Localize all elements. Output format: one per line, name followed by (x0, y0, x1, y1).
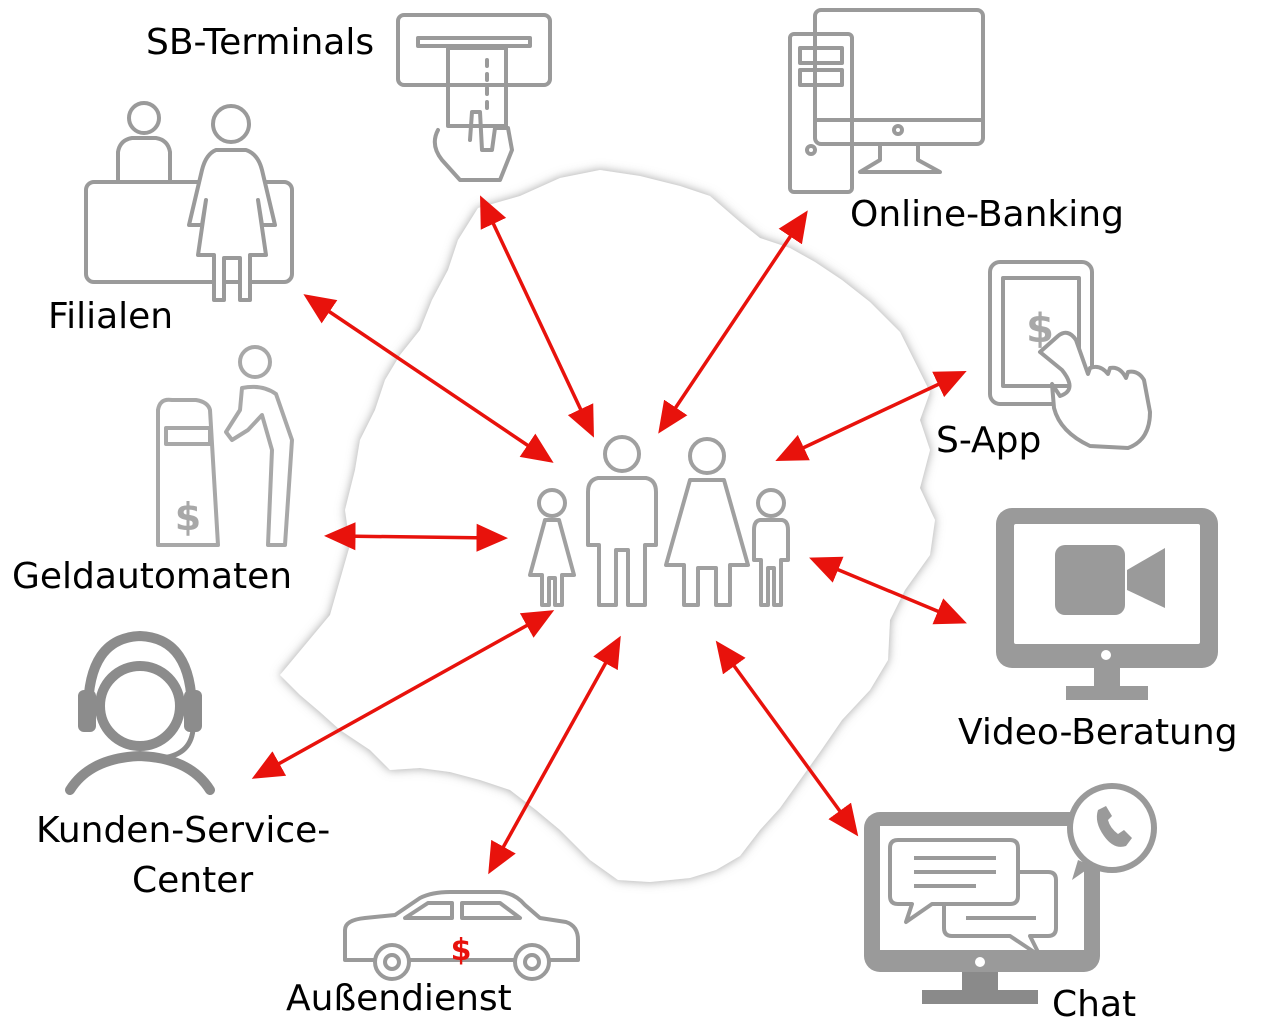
label-filialen: Filialen (48, 296, 174, 337)
tablet-touch-icon: $ (988, 260, 1152, 450)
car-icon: $ (343, 890, 580, 981)
label-chat: Chat (1052, 984, 1137, 1025)
label-aussendienst: Außendienst (286, 978, 512, 1019)
connection-arrows (251, 195, 967, 875)
arrow-geldautomaten (324, 522, 508, 552)
desktop-computer-icon (788, 8, 985, 194)
family-icon (528, 435, 790, 607)
atm-card-icon (396, 13, 552, 182)
label-sb-terminals: SB-Terminals (146, 22, 375, 63)
label-s-app: S-App (936, 420, 1042, 461)
bank-counter-icon (84, 101, 294, 302)
label-kunden-service-line1: Kunden-Service- (36, 810, 331, 851)
cash-machine-icon: $ (156, 345, 294, 547)
arrow-video-beratung (809, 556, 967, 625)
arrow-aussendienst (488, 635, 621, 875)
label-video-beratung: Video-Beratung (958, 712, 1238, 753)
arrow-s-app (775, 371, 967, 461)
headset-agent-icon (65, 630, 215, 795)
svg-text:$: $ (451, 933, 472, 968)
chat-monitor-icon (864, 783, 1157, 1004)
svg-text:$: $ (175, 495, 201, 539)
video-monitor-icon (996, 508, 1218, 700)
region-map-shape (280, 170, 935, 882)
arrow-chat (715, 640, 859, 837)
label-online-banking: Online-Banking (850, 194, 1124, 235)
label-geldautomaten: Geldautomaten (12, 556, 293, 597)
arrow-online-banking (658, 210, 808, 434)
label-kunden-service-line2: Center (132, 860, 254, 901)
arrow-filialen (303, 294, 554, 463)
